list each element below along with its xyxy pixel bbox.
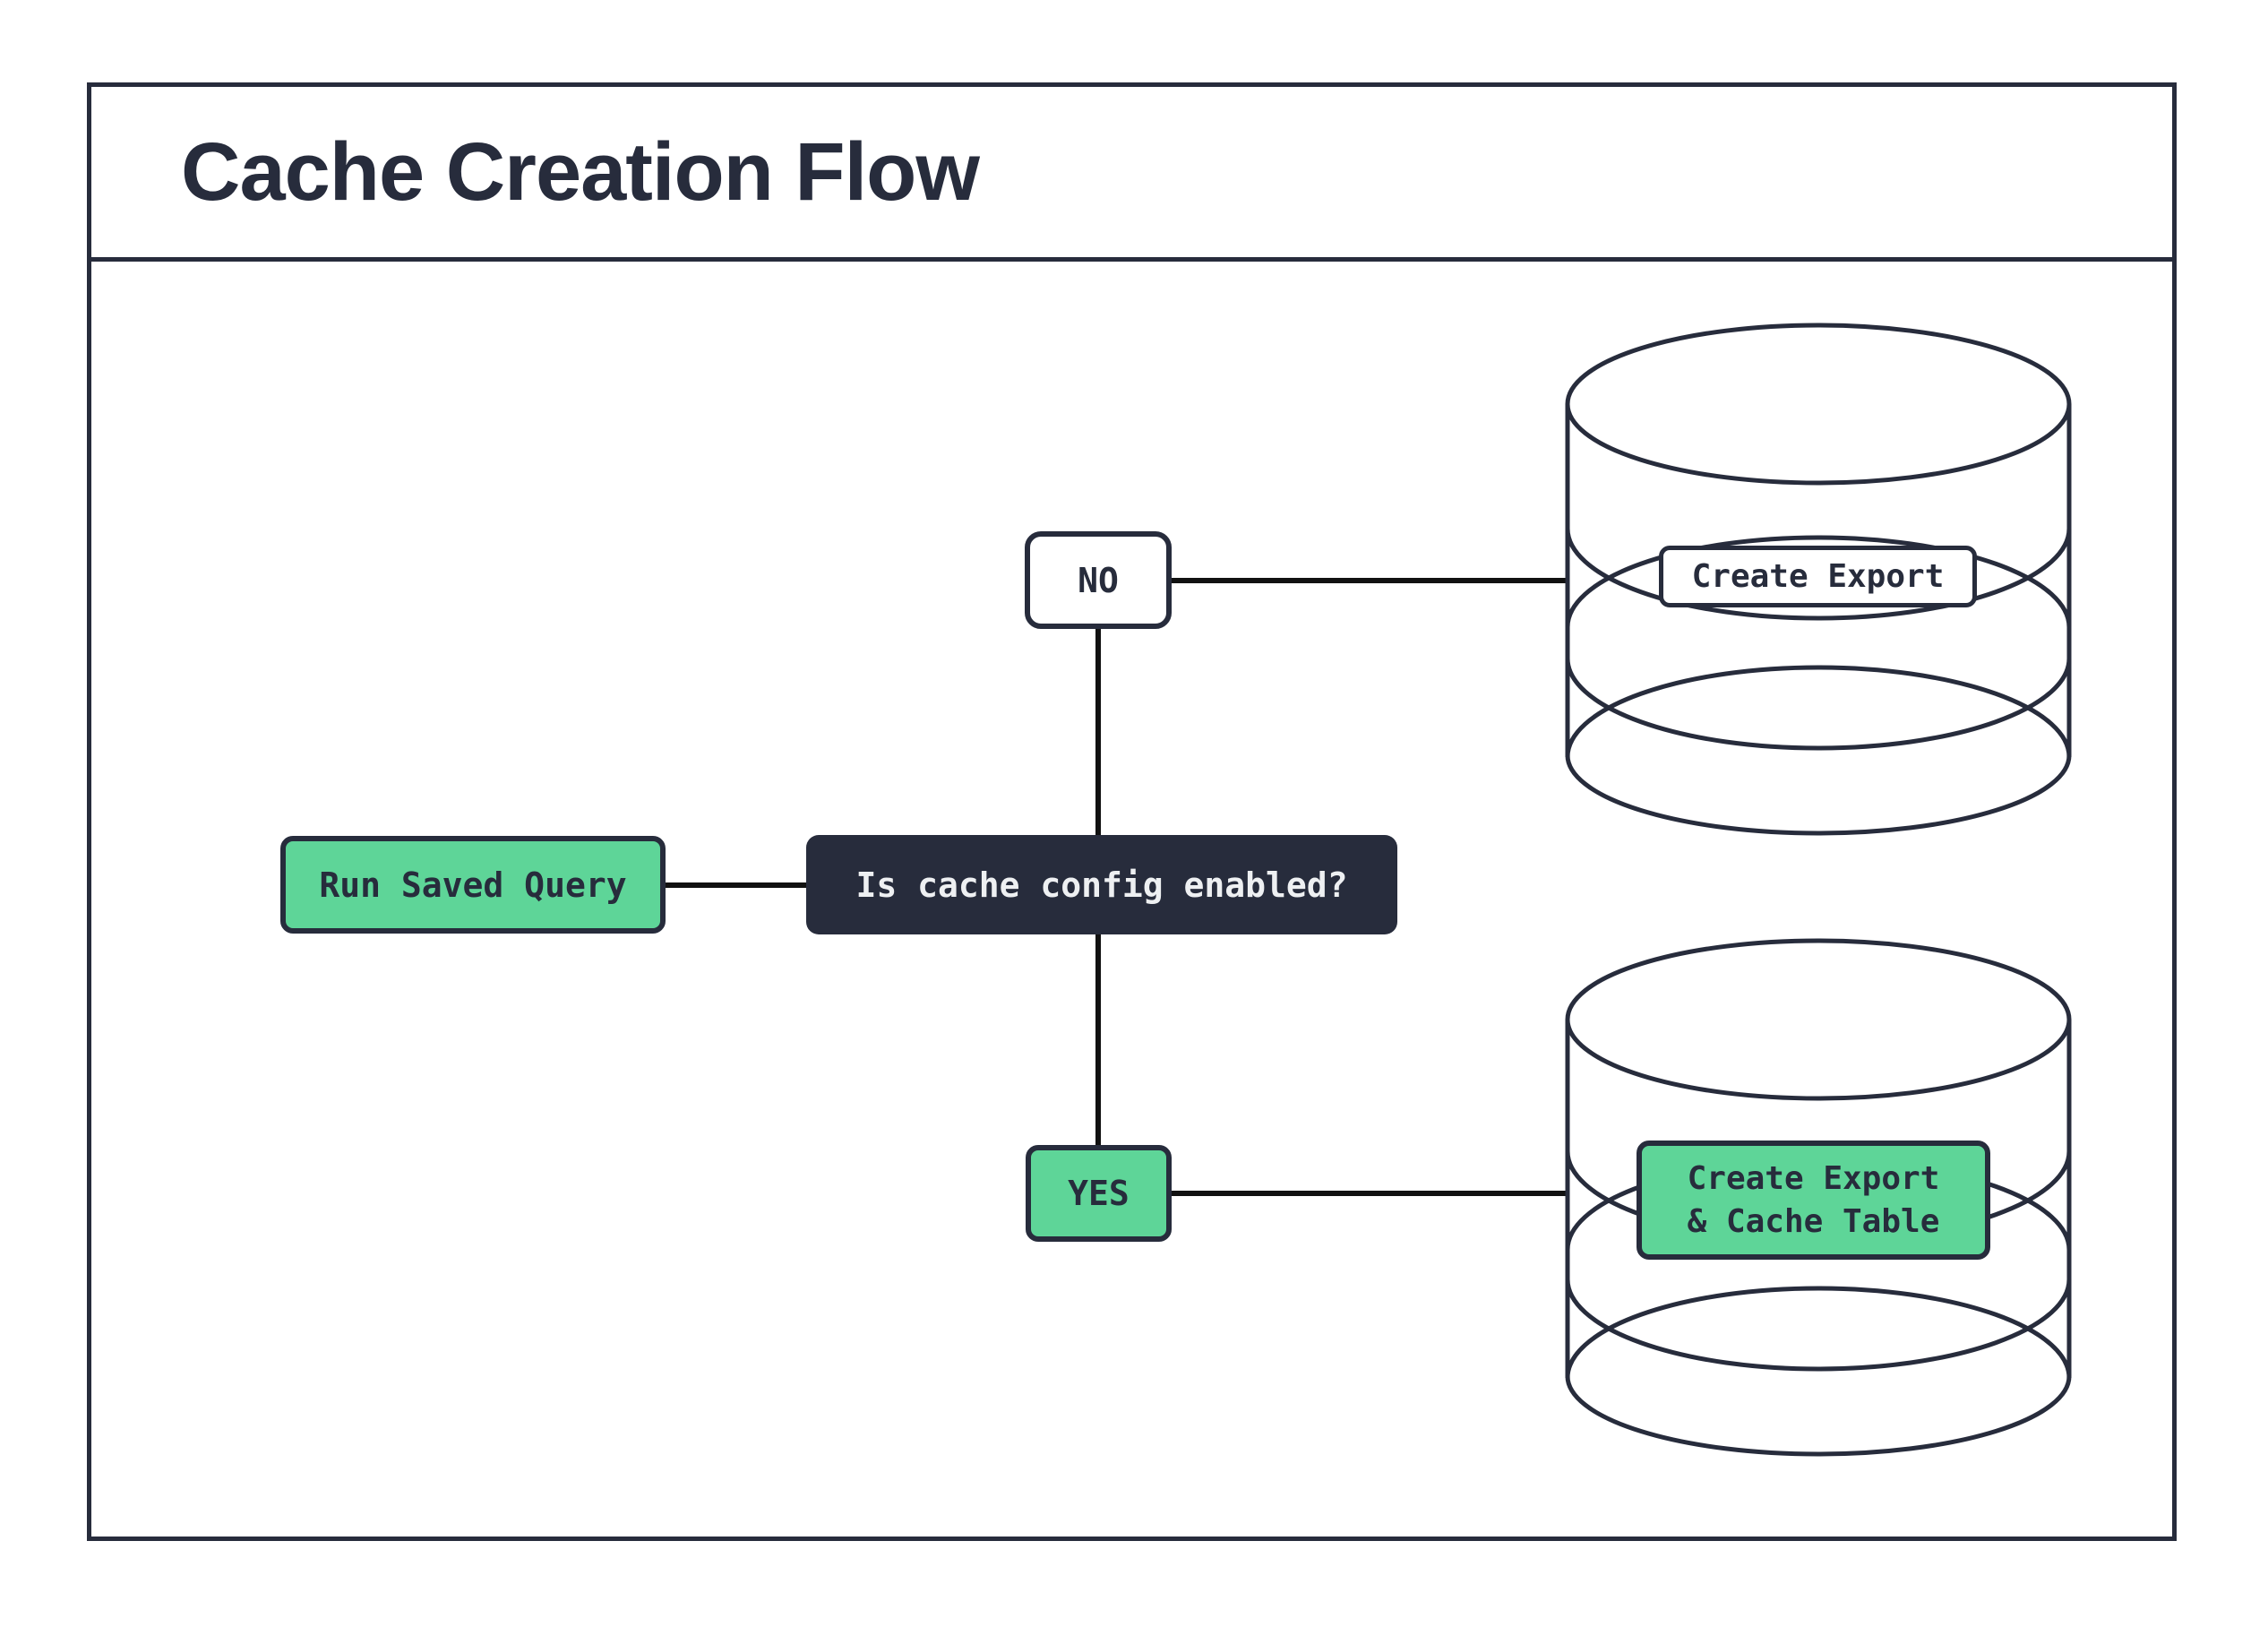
node-yes-branch-label: YES xyxy=(1068,1174,1130,1213)
flow-edges xyxy=(666,578,1568,1196)
node-create-export-cache-table-label: Create Export & Cache Table xyxy=(1687,1159,1940,1240)
node-run-saved-query: Run Saved Query xyxy=(280,836,666,934)
node-create-export-label: Create Export xyxy=(1691,558,1945,595)
node-yes-branch: YES xyxy=(1026,1145,1172,1242)
node-no-branch-label: NO xyxy=(1078,560,1119,600)
title-bar: Cache Creation Flow xyxy=(91,87,2172,262)
node-create-export-cache-table: Create Export & Cache Table xyxy=(1637,1141,1990,1260)
database-cylinder-export xyxy=(1565,323,2072,836)
node-cache-config-question-label: Is cache config enabled? xyxy=(855,865,1348,905)
node-create-export: Create Export xyxy=(1659,546,1977,607)
node-cache-config-question: Is cache config enabled? xyxy=(806,835,1397,934)
diagram-frame: Cache Creation Flow xyxy=(87,82,2177,1541)
node-no-branch: NO xyxy=(1025,531,1172,629)
diagram-title: Cache Creation Flow xyxy=(181,125,980,218)
node-run-saved-query-label: Run Saved Query xyxy=(319,865,627,905)
